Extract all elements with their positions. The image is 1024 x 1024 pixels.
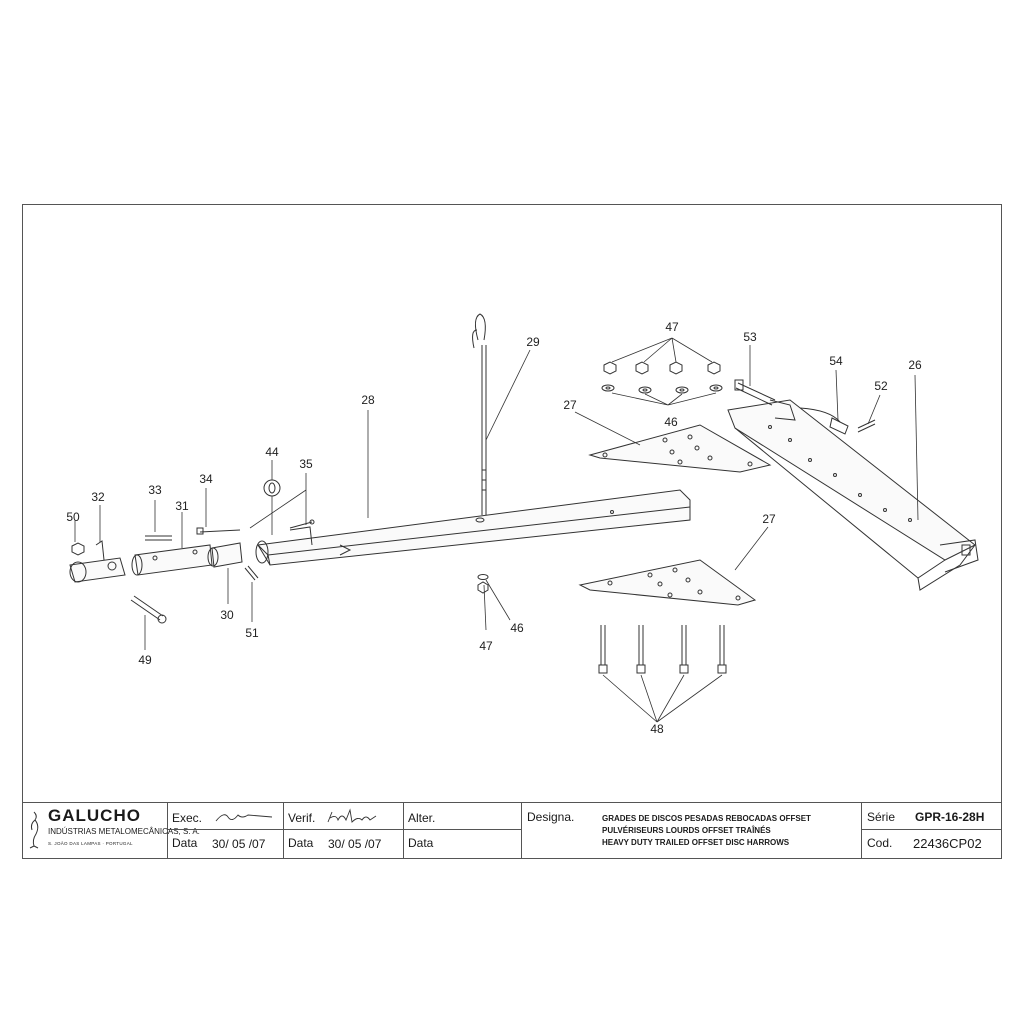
callout-32: 32 bbox=[91, 490, 105, 504]
callout-52: 52 bbox=[874, 379, 888, 393]
nut-washer-under-beam bbox=[477, 574, 489, 594]
bolts-part-48 bbox=[598, 625, 727, 674]
callout-49: 49 bbox=[138, 653, 152, 667]
part-35 bbox=[289, 519, 315, 529]
drawing-frame bbox=[22, 204, 1002, 859]
designation-en: HEAVY DUTY TRAILED OFFSET DISC HARROWS bbox=[602, 838, 790, 847]
exec-date: 30/ 05 /07 bbox=[212, 837, 266, 851]
serie-cod-cell: Série GPR-16-28H Cod. 22436CP02 bbox=[862, 803, 1002, 859]
serie-value: GPR-16-28H bbox=[915, 810, 985, 824]
callout-31: 31 bbox=[175, 499, 189, 513]
callout-33: 33 bbox=[148, 483, 162, 497]
callout-28: 28 bbox=[361, 393, 375, 407]
callout-46-bottom: 46 bbox=[510, 621, 524, 635]
leader-lines bbox=[74, 337, 919, 723]
callout-47-top: 47 bbox=[665, 320, 679, 334]
verif-signature-icon bbox=[327, 808, 377, 823]
plate-top-part-27 bbox=[588, 424, 772, 473]
bolt-part-34 bbox=[196, 527, 241, 535]
callout-35: 35 bbox=[299, 457, 313, 471]
drawbar-beam-part-28 bbox=[255, 489, 691, 566]
designation-fr: PULVÉRISEURS LOURDS OFFSET TRAÎNÉS bbox=[602, 826, 771, 835]
sleeve-part-30 bbox=[207, 542, 243, 568]
stud-part-33 bbox=[145, 535, 172, 541]
bolt-part-53 bbox=[734, 379, 776, 406]
brand-name: GALUCHO bbox=[48, 806, 141, 825]
exec-cell: Exec. Data 30/ 05 /07 bbox=[168, 803, 284, 859]
tube-part-31 bbox=[131, 544, 213, 576]
callout-46-top: 46 bbox=[664, 415, 678, 429]
callout-34: 34 bbox=[199, 472, 213, 486]
callout-30: 30 bbox=[220, 608, 234, 622]
nuts-part-47-top bbox=[603, 361, 721, 375]
rooster-logo-icon bbox=[29, 811, 39, 849]
hitch-clevis-part-32 bbox=[69, 540, 126, 583]
cod-label: Cod. bbox=[867, 836, 893, 850]
exec-data-label: Data bbox=[172, 836, 198, 850]
company-cell: GALUCHO INDÚSTRIAS METALOMECÂNICAS, S. A… bbox=[22, 803, 200, 859]
verif-cell: Verif. Data 30/ 05 /07 bbox=[284, 803, 404, 859]
callout-47-bottom: 47 bbox=[479, 639, 493, 653]
alter-label: Alter. bbox=[408, 811, 436, 825]
callout-27-top: 27 bbox=[563, 398, 577, 412]
callout-53: 53 bbox=[743, 330, 757, 344]
cap-part-44 bbox=[263, 479, 281, 497]
callout-44: 44 bbox=[265, 445, 279, 459]
company-name: INDÚSTRIAS METALOMECÂNICAS, S. A. bbox=[48, 827, 200, 836]
alter-cell: Alter. Data bbox=[404, 803, 522, 859]
designation-cell: Designa. GRADES DE DISCOS PESADAS REBOCA… bbox=[522, 803, 862, 859]
stand-rod-part-29 bbox=[472, 313, 487, 515]
pin-part-51 bbox=[244, 565, 259, 581]
callout-29: 29 bbox=[526, 335, 540, 349]
clip-part-52 bbox=[857, 419, 876, 433]
designa-label: Designa. bbox=[527, 810, 575, 824]
pin-part-54 bbox=[799, 407, 849, 435]
callout-26: 26 bbox=[908, 358, 922, 372]
serie-label: Série bbox=[867, 810, 896, 824]
crossbar-part-26 bbox=[727, 399, 979, 591]
cod-value: 22436CP02 bbox=[913, 836, 982, 851]
washers-part-46-top bbox=[601, 384, 723, 394]
pin-bolt-part-49 bbox=[130, 595, 167, 624]
exec-label: Exec. bbox=[172, 811, 203, 825]
exec-signature-icon bbox=[215, 814, 273, 822]
callout-54: 54 bbox=[829, 354, 843, 368]
nut-part-50 bbox=[71, 542, 85, 556]
company-address: S. JOÃO DAS LAMPAS · PORTUGAL bbox=[48, 841, 133, 846]
plate-bottom-part-27 bbox=[578, 559, 757, 606]
alter-data-label: Data bbox=[408, 836, 434, 850]
callout-50: 50 bbox=[66, 510, 80, 524]
callout-48: 48 bbox=[650, 722, 664, 736]
verif-data-label: Data bbox=[288, 836, 314, 850]
callout-27-bottom: 27 bbox=[762, 512, 776, 526]
verif-date: 30/ 05 /07 bbox=[328, 837, 382, 851]
verif-label: Verif. bbox=[288, 811, 316, 825]
designation-pt: GRADES DE DISCOS PESADAS REBOCADAS OFFSE… bbox=[602, 814, 811, 823]
callout-51: 51 bbox=[245, 626, 259, 640]
title-block: GALUCHO INDÚSTRIAS METALOMECÂNICAS, S. A… bbox=[22, 802, 1002, 859]
